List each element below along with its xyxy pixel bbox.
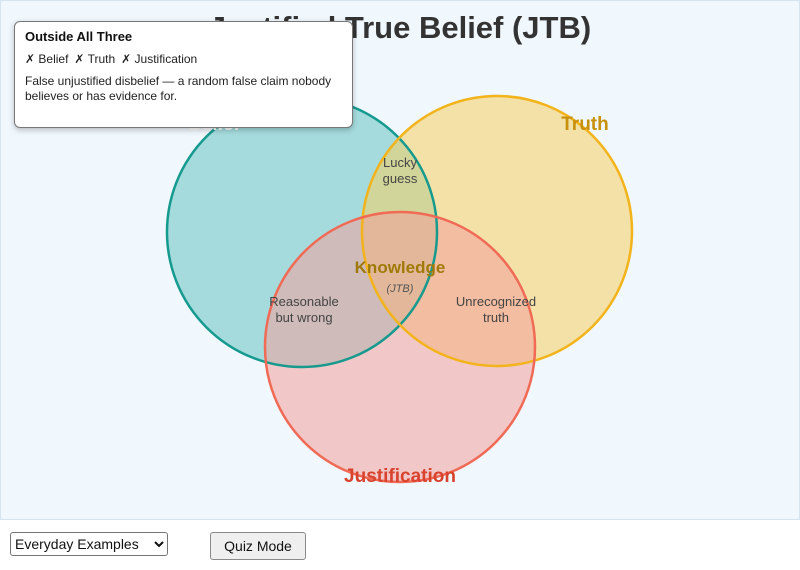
region-tooltip: Outside All Three ✗ Belief ✗ Truth ✗ Jus…: [14, 21, 353, 128]
unrecognized-truth-line2: truth: [483, 310, 509, 325]
truth-outline: [360, 94, 634, 368]
controls-bar: Everyday Examples Quiz Mode: [0, 520, 800, 570]
quiz-mode-button[interactable]: Quiz Mode: [210, 532, 306, 560]
reasonable-wrong-line2: but wrong: [275, 310, 332, 325]
reasonable-wrong-line1: Reasonable: [269, 294, 338, 309]
tooltip-criterion-justification: ✗ Justification: [121, 52, 198, 66]
tooltip-description: False unjustified disbelief — a random f…: [25, 74, 332, 103]
lucky-guess-line1: Lucky: [383, 155, 417, 170]
example-mode-select[interactable]: Everyday Examples: [10, 532, 168, 556]
justification-outline: [263, 210, 537, 484]
lucky-guess-line2: guess: [383, 171, 418, 186]
knowledge-label: Knowledge: [355, 258, 446, 277]
truth-label: Truth: [561, 114, 609, 135]
knowledge-sublabel: (JTB): [387, 283, 414, 295]
tooltip-title: Outside All Three: [25, 29, 133, 44]
justification-circle[interactable]: [265, 212, 535, 482]
justification-label: Justification: [344, 466, 456, 487]
tooltip-criterion-truth: ✗ Truth: [74, 52, 116, 66]
tooltip-criterion-belief: ✗ Belief: [25, 52, 69, 66]
unrecognized-truth-line1: Unrecognized: [456, 294, 536, 309]
tooltip-criteria: ✗ Belief ✗ Truth ✗ Justification: [25, 52, 342, 66]
